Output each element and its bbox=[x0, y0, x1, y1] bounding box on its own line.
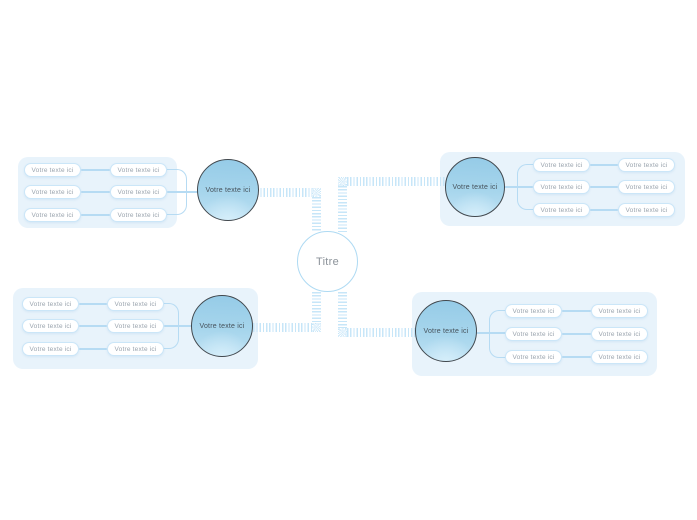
connector-line bbox=[590, 164, 618, 166]
connector-band-elbow bbox=[312, 323, 321, 332]
connector-line bbox=[562, 356, 591, 358]
branch-node-label: Votre texte ici bbox=[423, 327, 469, 335]
topic-pill[interactable]: Votre texte ici bbox=[24, 185, 81, 199]
connector-line bbox=[81, 214, 110, 216]
topic-pill[interactable]: Votre texte ici bbox=[110, 208, 167, 222]
connector-elbow bbox=[517, 164, 534, 187]
branch-node-bottom-left[interactable]: Votre texte ici bbox=[191, 295, 253, 357]
topic-pill[interactable]: Votre texte ici bbox=[505, 327, 562, 341]
topic-pill[interactable]: Votre texte ici bbox=[22, 319, 79, 333]
connector-band-vertical bbox=[312, 197, 321, 232]
topic-pill[interactable]: Votre texte ici bbox=[533, 180, 590, 194]
connector-elbow bbox=[164, 303, 179, 326]
connector-band-vertical bbox=[312, 292, 321, 323]
topic-pill[interactable]: Votre texte ici bbox=[533, 203, 590, 217]
connector-line bbox=[79, 348, 107, 350]
connector-band-elbow bbox=[338, 328, 347, 337]
topic-pill[interactable]: Votre texte ici bbox=[618, 203, 675, 217]
connector-elbow bbox=[167, 169, 187, 192]
central-topic-node[interactable]: Titre bbox=[297, 231, 358, 292]
central-topic-label: Titre bbox=[315, 255, 340, 268]
topic-pill[interactable]: Votre texte ici bbox=[24, 163, 81, 177]
branch-node-bottom-right[interactable]: Votre texte ici bbox=[415, 300, 477, 362]
topic-pill[interactable]: Votre texte ici bbox=[591, 327, 648, 341]
branch-node-label: Votre texte ici bbox=[205, 186, 251, 194]
topic-pill[interactable]: Votre texte ici bbox=[110, 163, 167, 177]
topic-pill[interactable]: Votre texte ici bbox=[107, 297, 164, 311]
topic-pill[interactable]: Votre texte ici bbox=[591, 304, 648, 318]
topic-pill[interactable]: Votre texte ici bbox=[505, 304, 562, 318]
topic-pill[interactable]: Votre texte ici bbox=[533, 158, 590, 172]
topic-pill[interactable]: Votre texte ici bbox=[22, 342, 79, 356]
connector-band-horizontal bbox=[250, 323, 312, 332]
connector-line bbox=[81, 191, 110, 193]
connector-band-horizontal bbox=[347, 177, 446, 186]
topic-pill[interactable]: Votre texte ici bbox=[618, 180, 675, 194]
connector-band-elbow bbox=[312, 188, 321, 197]
connector-line bbox=[79, 303, 107, 305]
topic-pill[interactable]: Votre texte ici bbox=[110, 185, 167, 199]
connector-band-elbow bbox=[338, 177, 347, 186]
connector-elbow bbox=[489, 333, 506, 358]
connector-line bbox=[590, 209, 618, 211]
branch-node-top-right[interactable]: Votre texte ici bbox=[445, 157, 505, 217]
topic-pill[interactable]: Votre texte ici bbox=[22, 297, 79, 311]
connector-line bbox=[164, 325, 194, 327]
connector-line bbox=[81, 169, 110, 171]
connector-elbow bbox=[517, 186, 534, 210]
connector-line bbox=[562, 310, 591, 312]
topic-pill[interactable]: Votre texte ici bbox=[591, 350, 648, 364]
connector-elbow bbox=[164, 325, 179, 349]
connector-line bbox=[167, 191, 199, 193]
topic-pill[interactable]: Votre texte ici bbox=[24, 208, 81, 222]
topic-pill[interactable]: Votre texte ici bbox=[618, 158, 675, 172]
connector-band-vertical bbox=[338, 292, 347, 328]
topic-pill[interactable]: Votre texte ici bbox=[107, 342, 164, 356]
connector-line bbox=[79, 325, 107, 327]
topic-pill[interactable]: Votre texte ici bbox=[505, 350, 562, 364]
connector-band-horizontal bbox=[347, 328, 416, 337]
connector-elbow bbox=[167, 191, 187, 215]
connector-elbow bbox=[489, 310, 506, 334]
branch-node-label: Votre texte ici bbox=[452, 183, 498, 191]
branch-node-top-left[interactable]: Votre texte ici bbox=[197, 159, 259, 221]
connector-line bbox=[590, 186, 618, 188]
connector-band-horizontal bbox=[254, 188, 312, 197]
topic-pill[interactable]: Votre texte ici bbox=[107, 319, 164, 333]
connector-band-vertical bbox=[338, 186, 347, 232]
connector-line bbox=[562, 333, 591, 335]
branch-node-label: Votre texte ici bbox=[199, 322, 245, 330]
